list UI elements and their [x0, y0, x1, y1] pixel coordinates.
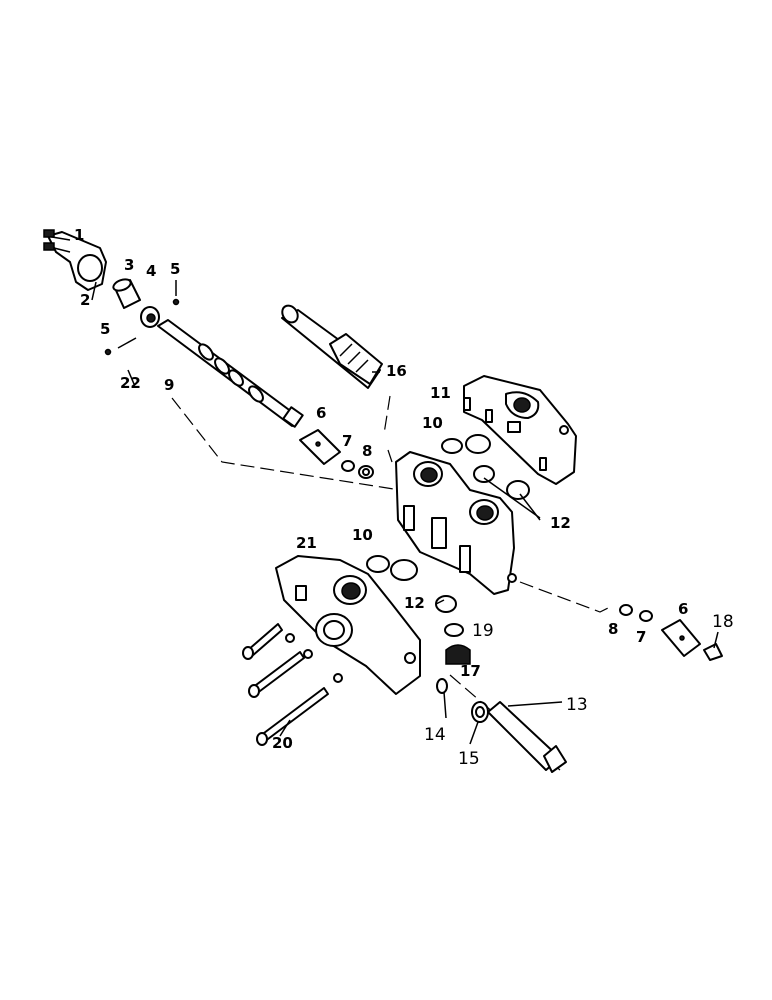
callout-2: 2 [80, 291, 90, 309]
relief-valve [436, 678, 567, 773]
callout-21: 21 [296, 534, 317, 552]
callout-19: 19 [472, 621, 494, 641]
cap-right [619, 604, 723, 661]
sleeve [112, 278, 141, 309]
callout-20: 20 [272, 734, 293, 752]
callout-7a: 7 [342, 432, 352, 450]
callout-16: 16 [386, 362, 407, 380]
callout-10a: 10 [422, 414, 443, 432]
callout-6a: 6 [316, 404, 326, 422]
spool-assembly [281, 304, 383, 389]
callout-22: 22 [120, 374, 141, 392]
callout-5b: 5 [100, 320, 110, 338]
callout-3: 3 [124, 256, 134, 274]
through-bolts [242, 623, 343, 746]
callout-6b: 6 [678, 600, 688, 618]
callout-leaders [91, 280, 719, 745]
callout-7b: 7 [636, 628, 646, 646]
callout-12a: 12 [550, 514, 571, 532]
callout-15: 15 [458, 749, 480, 769]
pins [104, 298, 180, 356]
callout-11: 11 [430, 384, 451, 402]
end-housing [463, 375, 577, 485]
lower-seals [366, 555, 464, 637]
callout-4: 4 [146, 262, 156, 280]
valve-body [395, 451, 517, 595]
callout-12b: 12 [404, 594, 425, 612]
plug [445, 644, 471, 665]
callout-labels: 1 2 3 4 5 5 22 9 16 11 10 12 6 7 8 21 10… [74, 226, 734, 769]
callout-18: 18 [712, 612, 734, 632]
callout-10b: 10 [352, 526, 373, 544]
callout-14: 14 [424, 725, 446, 745]
callout-1: 1 [74, 226, 84, 244]
inlet-housing [275, 555, 421, 695]
bushing [140, 306, 160, 328]
upper-seals [441, 434, 530, 500]
callout-8b: 8 [608, 620, 618, 638]
cap-left [299, 429, 374, 479]
callout-13: 13 [566, 695, 588, 715]
callout-17: 17 [460, 662, 481, 680]
callout-8a: 8 [362, 442, 372, 460]
callout-5a: 5 [170, 260, 180, 278]
spool [157, 319, 304, 428]
callout-9: 9 [164, 376, 174, 394]
